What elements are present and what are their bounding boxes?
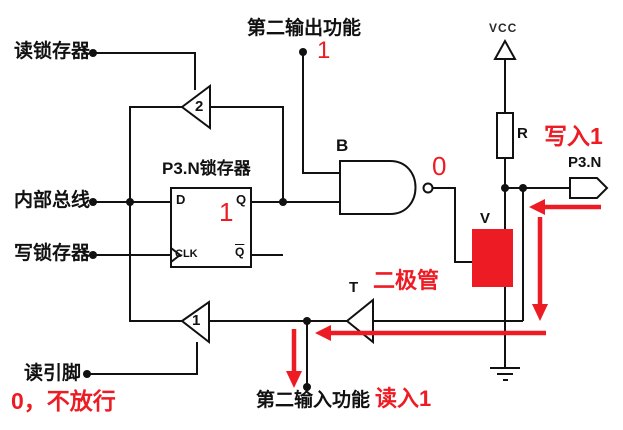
wire-nand-out-to-transistor [433, 187, 473, 263]
wire-bus-vertical [129, 106, 182, 322]
read-latch-label: 读锁存器 [14, 41, 91, 62]
blocked-note-annotation: 0，不放行 [11, 388, 116, 414]
wire-read-latch [93, 52, 196, 90]
read-note-annotation: 读入1 [375, 386, 432, 411]
latch-d-label: D [176, 192, 186, 207]
alt-input-label: 第二输入功能 [256, 390, 371, 411]
red-arrowhead-left-icon [529, 199, 545, 215]
write-latch-label: 写锁存器 [14, 243, 91, 264]
read-pin-label: 读引脚 [24, 363, 82, 384]
latch-title: P3.N锁存器 [162, 159, 251, 178]
wire-buffer2-input [210, 106, 284, 202]
buffer2-triangle-icon [180, 84, 211, 130]
vcc-label: VCC [489, 21, 518, 35]
pin-name-label: P3.N [568, 154, 602, 171]
junction-dot [89, 49, 97, 57]
red-arrowhead-left-icon [315, 325, 331, 341]
latch-q-label: Q [236, 192, 247, 207]
resistor-icon [496, 112, 514, 159]
junction-dot [299, 48, 307, 56]
junction-dot [83, 370, 91, 378]
red-arrowhead-down-icon [532, 304, 548, 321]
junction-dot [303, 317, 311, 325]
ground-icon [490, 367, 520, 381]
alt-output-label: 第二输出功能 [247, 18, 362, 39]
nand-gate-icon [339, 160, 417, 215]
buffer-t-triangle-icon [345, 297, 374, 345]
clock-wedge-icon [170, 247, 182, 263]
pin-symbol-icon [569, 177, 609, 199]
junction-dot [303, 383, 311, 391]
buffer1-triangle-icon [180, 300, 210, 345]
vcc-arrow-icon [493, 38, 517, 60]
latch-box [170, 187, 252, 268]
junction-dot [89, 251, 97, 259]
nand-bubble-icon [422, 182, 434, 194]
wire-alt-output [302, 52, 340, 174]
red-arrowhead-down-icon [286, 371, 302, 388]
latch-qbar-label: Q [235, 245, 245, 259]
transistor-body [472, 229, 513, 287]
junction-dot [89, 198, 97, 206]
junction-dot [279, 198, 287, 206]
latch-clk-label: CLK [175, 248, 198, 260]
buffer2-number-label: 2 [195, 98, 204, 115]
junction-dot [501, 184, 509, 192]
junction-dot [519, 184, 527, 192]
nand-output-value-annotation: 0 [432, 151, 447, 181]
write-note-annotation: 写入1 [544, 123, 603, 149]
alt-output-value-annotation: 1 [317, 37, 331, 64]
transistor-label: V [480, 210, 491, 227]
wire-read-pin [87, 342, 198, 375]
buffer-t-label: T [349, 279, 359, 296]
nand-gate-label: B [336, 136, 349, 155]
junction-dot [126, 198, 134, 206]
resistor-label: R [517, 125, 528, 142]
internal-bus-label: 内部总线 [14, 190, 91, 211]
diode-note-annotation: 二极管 [373, 268, 440, 293]
buffer1-number-label: 1 [192, 312, 201, 329]
latch-q-value-annotation: 1 [219, 197, 234, 227]
